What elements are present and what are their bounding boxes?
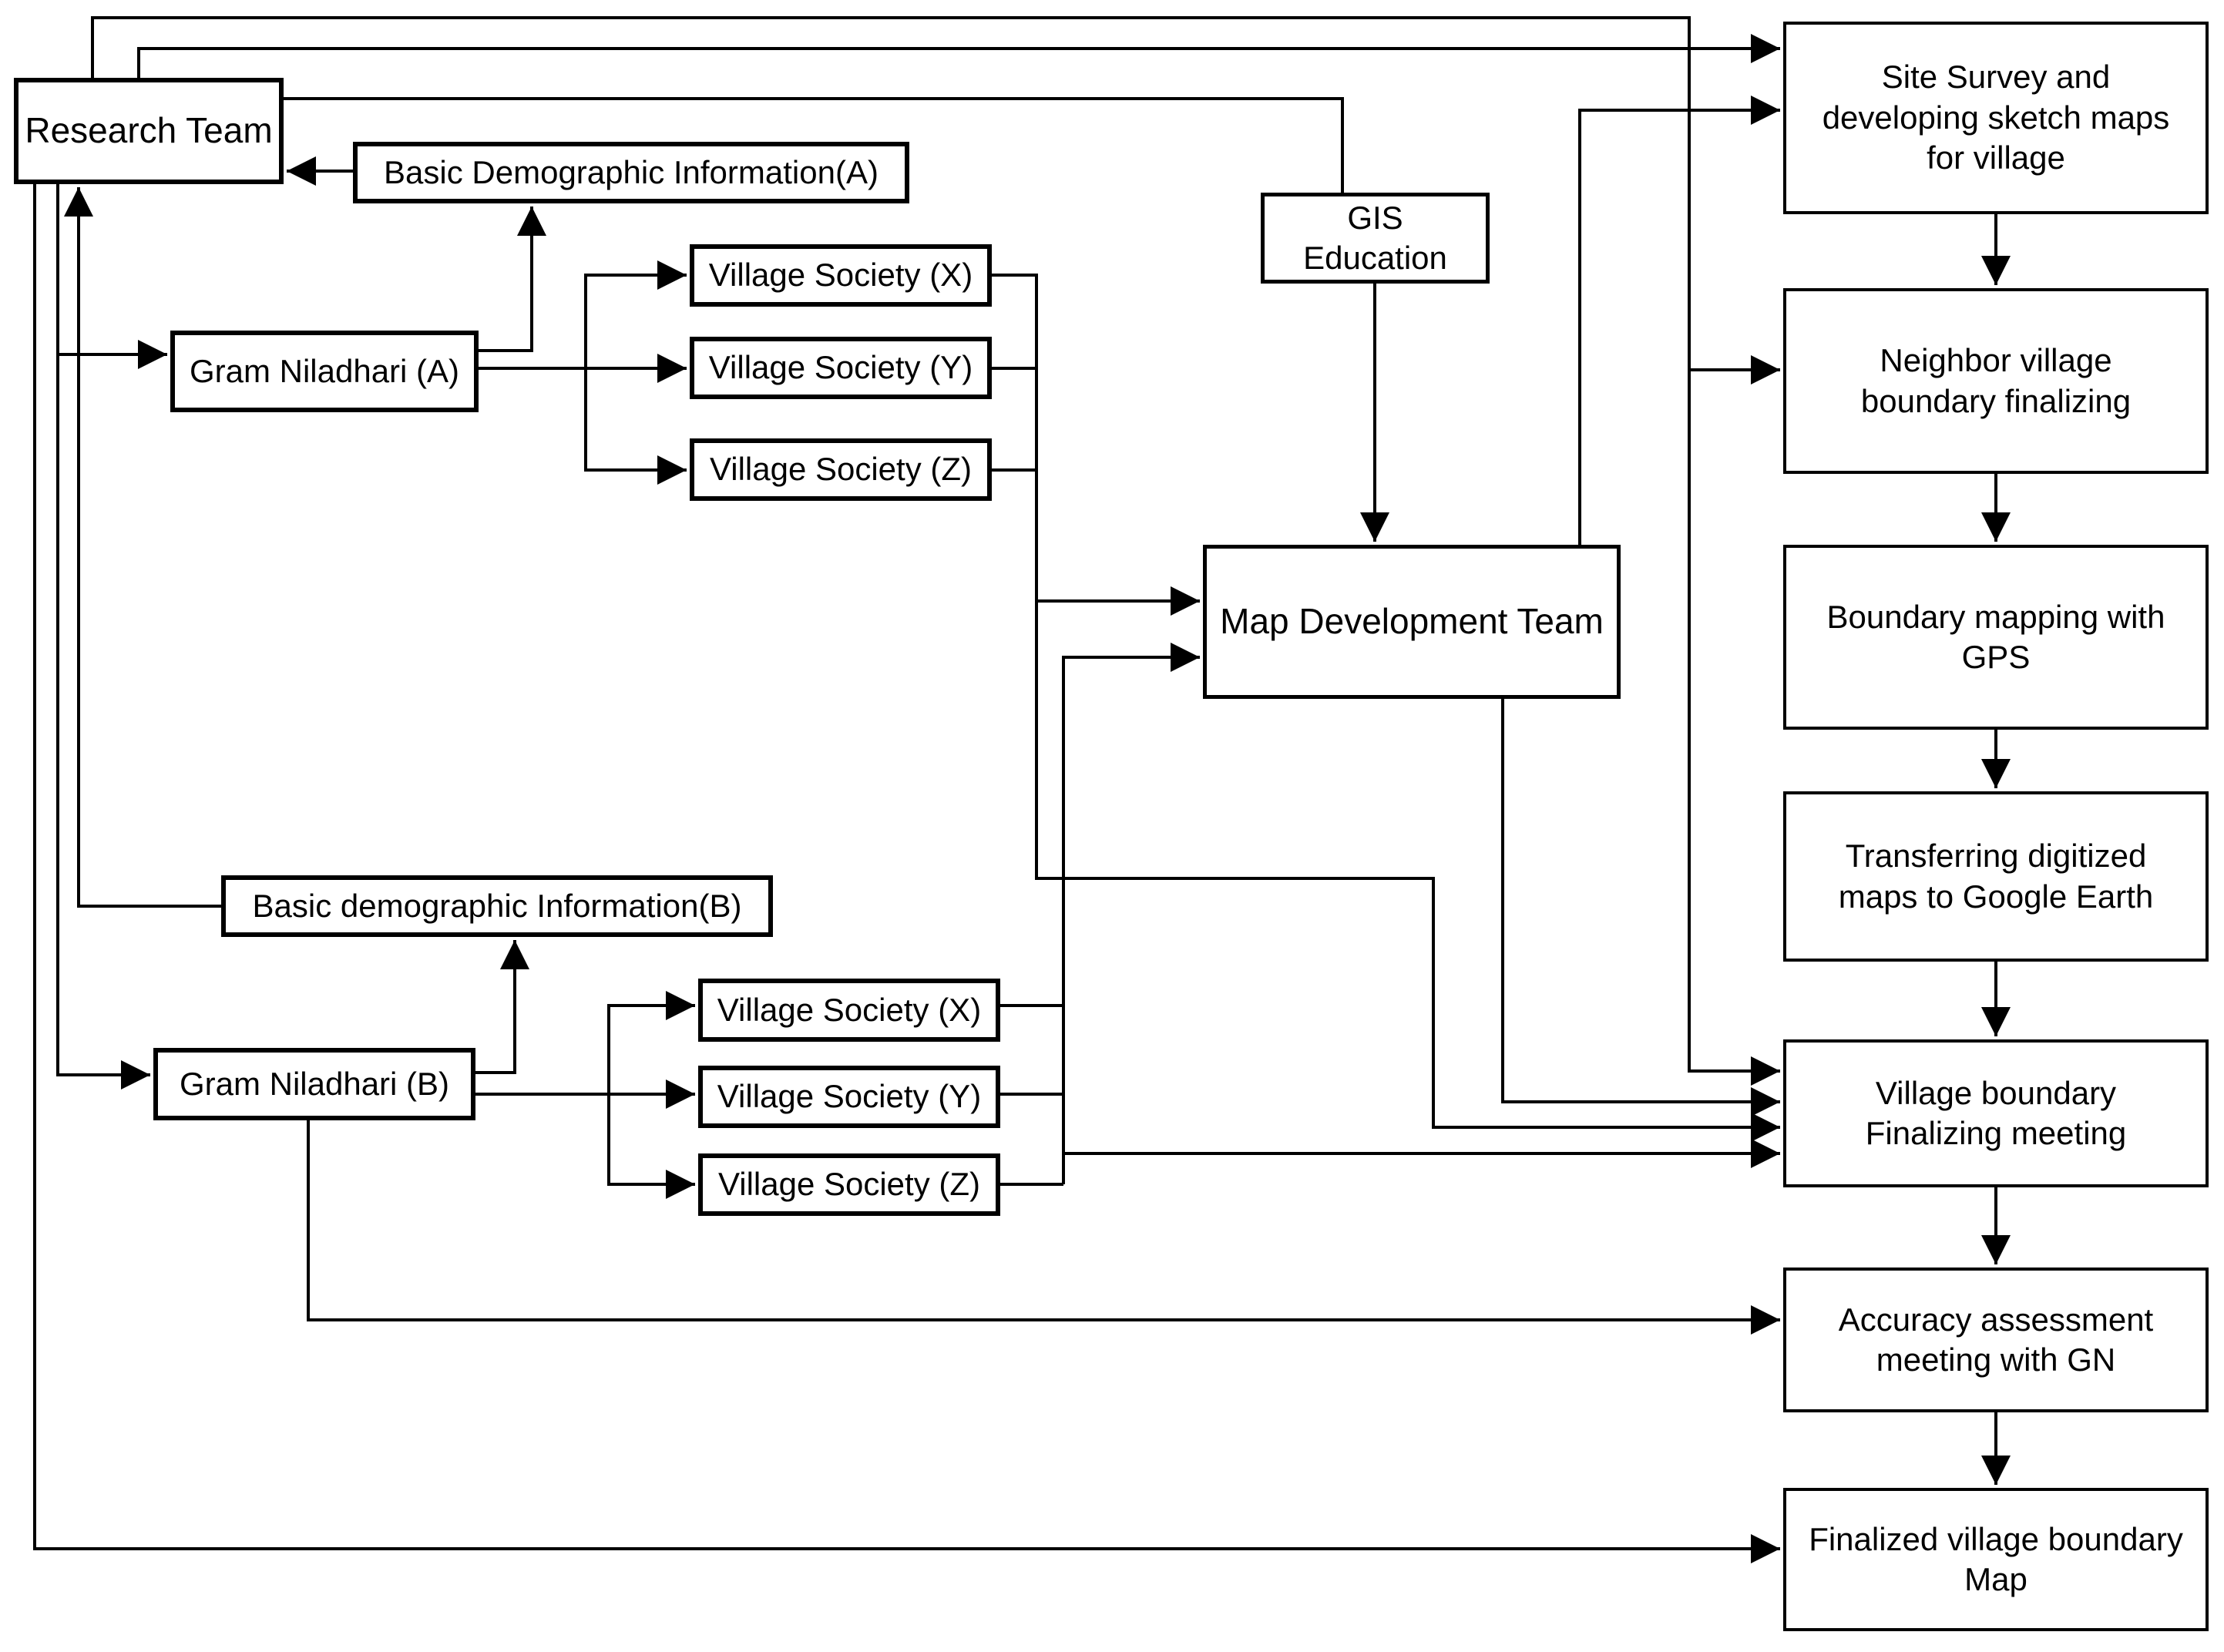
edge-gram-niladhari-a-to-village-society-x-top — [584, 260, 687, 368]
node-site-survey: Site Survey and developing sketch maps f… — [1783, 22, 2209, 214]
node-village-meeting: Village boundary Finalizing meeting — [1783, 1039, 2209, 1187]
edge-research-team-to-village-meeting — [91, 16, 1780, 1086]
node-village-society-z-top: Village Society (Z) — [690, 438, 992, 501]
edge-research-team-to-gis-education — [284, 97, 1344, 193]
edge-village-societies-top-to-village-meeting — [992, 274, 1780, 1142]
node-village-society-x-top: Village Society (X) — [690, 244, 992, 307]
edge-map-team-to-site-survey — [1578, 96, 1780, 545]
node-transfer-google-earth: Transferring digitized maps to Google Ea… — [1783, 791, 2209, 962]
edge-basic-demographic-b-to-research-team — [64, 187, 221, 908]
node-basic-demographic-a: Basic Demographic Information(A) — [353, 142, 909, 203]
node-finalized-map: Finalized village boundary Map — [1783, 1488, 2209, 1631]
node-gis-education: GIS Education — [1261, 193, 1490, 284]
node-neighbor-village: Neighbor village boundary finalizing — [1783, 288, 2209, 474]
edge-gram-niladhari-b-to-accuracy-meeting — [307, 1120, 1780, 1335]
node-gram-niladhari-b: Gram Niladhari (B) — [153, 1048, 475, 1120]
node-gram-niladhari-a: Gram Niladhari (A) — [170, 331, 479, 412]
edge-gram-niladhari-a-to-village-society-z-top — [584, 368, 687, 485]
edge-gram-niladhari-b-to-village-society-x-bot — [607, 991, 695, 1094]
node-boundary-gps: Boundary mapping with GPS — [1783, 545, 2209, 730]
node-map-development-team: Map Development Team — [1203, 545, 1621, 699]
edge-research-team-to-site-survey — [137, 34, 1780, 78]
node-research-team: Research Team — [14, 78, 284, 184]
edge-research-team-to-finalized-map — [33, 184, 1780, 1563]
node-village-society-x-bot: Village Society (X) — [698, 979, 1000, 1042]
node-village-society-y-top: Village Society (Y) — [690, 337, 992, 399]
edge-gram-niladhari-a-to-basic-demographic-a — [479, 206, 546, 352]
edge-map-team-to-village-meeting — [1501, 699, 1780, 1116]
edge-gram-niladhari-b-to-basic-demographic-b — [475, 940, 529, 1074]
node-basic-demographic-b: Basic demographic Information(B) — [221, 875, 773, 937]
node-village-society-y-bot: Village Society (Y) — [698, 1066, 1000, 1128]
edge-gram-niladhari-b-to-village-society-z-bot — [607, 1094, 695, 1199]
edge-village-societies-bottom-to-map-team — [1062, 643, 1200, 1184]
edge-research-team-to-gram-niladhari-b — [56, 184, 150, 1090]
node-village-society-z-bot: Village Society (Z) — [698, 1153, 1000, 1216]
node-accuracy-meeting: Accuracy assessment meeting with GN — [1783, 1268, 2209, 1412]
